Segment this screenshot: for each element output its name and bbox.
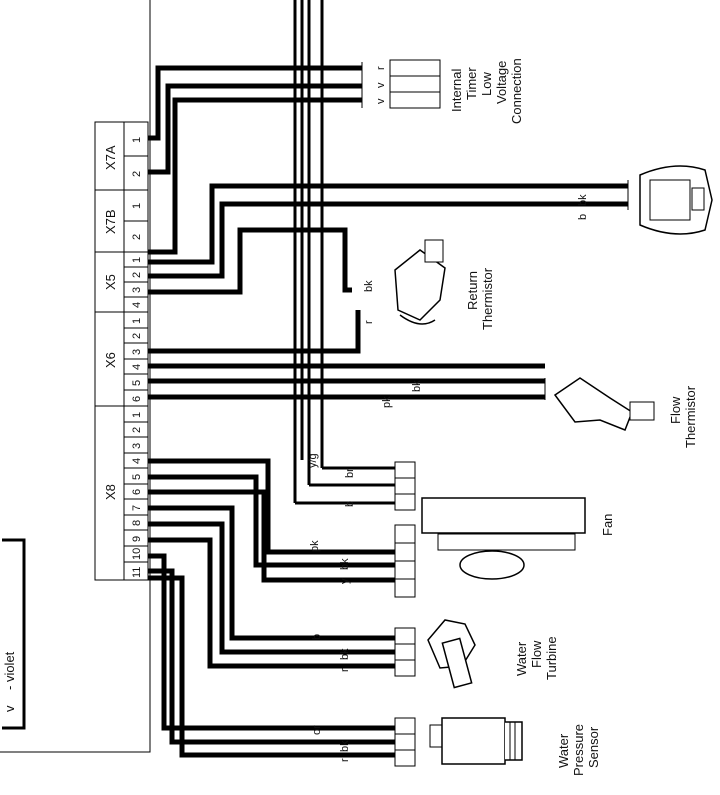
fan-icon <box>421 497 586 580</box>
legend-meaning: - violet <box>2 651 17 690</box>
svg-text:Thermistor: Thermistor <box>683 385 698 448</box>
colour-legend: v - violet <box>2 538 26 730</box>
header-x6: X6 <box>103 352 118 368</box>
svg-text:Pressure: Pressure <box>571 724 586 776</box>
wire-label-turbine-bk: bk <box>339 648 351 660</box>
svg-text:Connection: Connection <box>509 58 524 124</box>
return-thermistor-icon <box>394 239 446 325</box>
pin-x7a-2: 2 <box>131 171 143 177</box>
flow-thermistor-icon <box>553 377 655 431</box>
svg-text:Flow: Flow <box>668 396 683 424</box>
turbine-wires: b bk r <box>148 505 416 677</box>
sensor-top-wires: bk b <box>148 180 629 279</box>
wire-label-return-bk: bk <box>363 280 375 292</box>
pin-x8-1: 1 <box>131 412 143 418</box>
wire-label-turbine-r: r <box>339 668 351 672</box>
svg-text:Low: Low <box>479 72 494 96</box>
pin-x5-3: 3 <box>131 287 143 293</box>
pin-x5-1: 1 <box>131 257 143 263</box>
pin-x6-2: 2 <box>131 333 143 339</box>
legend-code: v <box>2 705 17 712</box>
pin-x8-2: 2 <box>131 427 143 433</box>
wire-label-flow-bk: bk <box>411 380 423 392</box>
wire-label-sensor-b: b <box>577 214 589 220</box>
pin-x5-4: 4 <box>131 302 143 308</box>
pin-x7a-1: 1 <box>131 137 143 143</box>
wire-label-earth: y/g <box>307 453 319 468</box>
pin-x5-2: 2 <box>131 272 143 278</box>
connector-strip: X7A X7B X5 X6 X8 1 2 1 2 1 2 3 4 1 2 3 4… <box>94 121 149 581</box>
svg-text:Thermistor: Thermistor <box>480 267 495 330</box>
water-flow-turbine-icon <box>427 619 476 689</box>
svg-text:Water: Water <box>514 641 529 676</box>
flow-thermistor-label: Flow Thermistor <box>668 385 698 448</box>
pin-x8-9: 9 <box>131 536 143 542</box>
pin-x8-5: 5 <box>131 474 143 480</box>
svg-text:Flow: Flow <box>529 640 544 668</box>
fan-label: Fan <box>600 514 615 536</box>
timer-label: Internal Timer Low Voltage Connection <box>449 58 524 124</box>
timer-wires: r v v <box>148 59 441 255</box>
fan-socket-wires: pk bk y <box>148 458 416 598</box>
wire-label-fan-bk: bk <box>339 558 351 570</box>
wire-label-pressure-bk: bk <box>339 740 351 752</box>
wire-label-flow-pk: pk <box>381 396 393 408</box>
pin-x6-4: 4 <box>131 364 143 370</box>
pin-x8-6: 6 <box>131 489 143 495</box>
wire-label-timer-v2: v <box>375 98 387 104</box>
wire-label-fan-br: br <box>344 468 356 478</box>
wire-label-pressure-or: or <box>311 725 323 735</box>
return-thermistor-wires: bk r <box>148 227 375 354</box>
svg-text:Internal: Internal <box>449 69 464 112</box>
header-x8: X8 <box>103 484 118 500</box>
pin-x8-8: 8 <box>131 520 143 526</box>
fan-plug: br b <box>344 461 416 511</box>
wire-label-return-r: r <box>363 320 375 324</box>
wire-label-turbine-b: b <box>311 634 323 640</box>
pin-x8-4: 4 <box>131 458 143 464</box>
pressure-wires: or bk r <box>148 553 416 767</box>
wire-label-timer-v1: v <box>375 82 387 88</box>
water-pressure-sensor-icon <box>429 717 523 765</box>
wire-label-fan-b: b <box>344 501 356 507</box>
wire-label-sensor-bk: bk <box>577 194 589 206</box>
svg-text:Turbine: Turbine <box>544 636 559 680</box>
pin-x8-7: 7 <box>131 505 143 511</box>
svg-text:Sensor: Sensor <box>586 726 601 768</box>
pin-x6-5: 5 <box>131 380 143 386</box>
wire-label-fan-pk: pk <box>309 540 321 552</box>
pin-x6-6: 6 <box>131 396 143 402</box>
wire-label-timer-r: r <box>375 66 387 70</box>
connector-icon <box>639 165 713 235</box>
svg-text:Voltage: Voltage <box>494 61 509 104</box>
svg-text:Water: Water <box>556 733 571 768</box>
return-thermistor-label: Return Thermistor <box>465 267 495 330</box>
pin-x7b-2: 2 <box>131 234 143 240</box>
pin-x7b-1: 1 <box>131 203 143 209</box>
pressure-sensor-label: Water Pressure Sensor <box>556 724 601 776</box>
wire-label-pressure-r: r <box>339 758 351 762</box>
header-x5: X5 <box>103 274 118 290</box>
turbine-label: Water Flow Turbine <box>514 636 559 680</box>
header-x7b: X7B <box>103 209 118 234</box>
pin-x6-3: 3 <box>131 349 143 355</box>
pin-x8-11: 11 <box>131 567 143 578</box>
svg-text:Return: Return <box>465 271 480 310</box>
pin-x6-1: 1 <box>131 318 143 324</box>
pin-x8-3: 3 <box>131 443 143 449</box>
wire-label-fan-y: y <box>339 578 351 584</box>
svg-text:Timer: Timer <box>464 67 479 100</box>
flow-thermistor-wires: bk pk <box>148 363 546 408</box>
header-x7a: X7A <box>103 145 118 170</box>
pin-x8-10: 10 <box>131 548 143 560</box>
